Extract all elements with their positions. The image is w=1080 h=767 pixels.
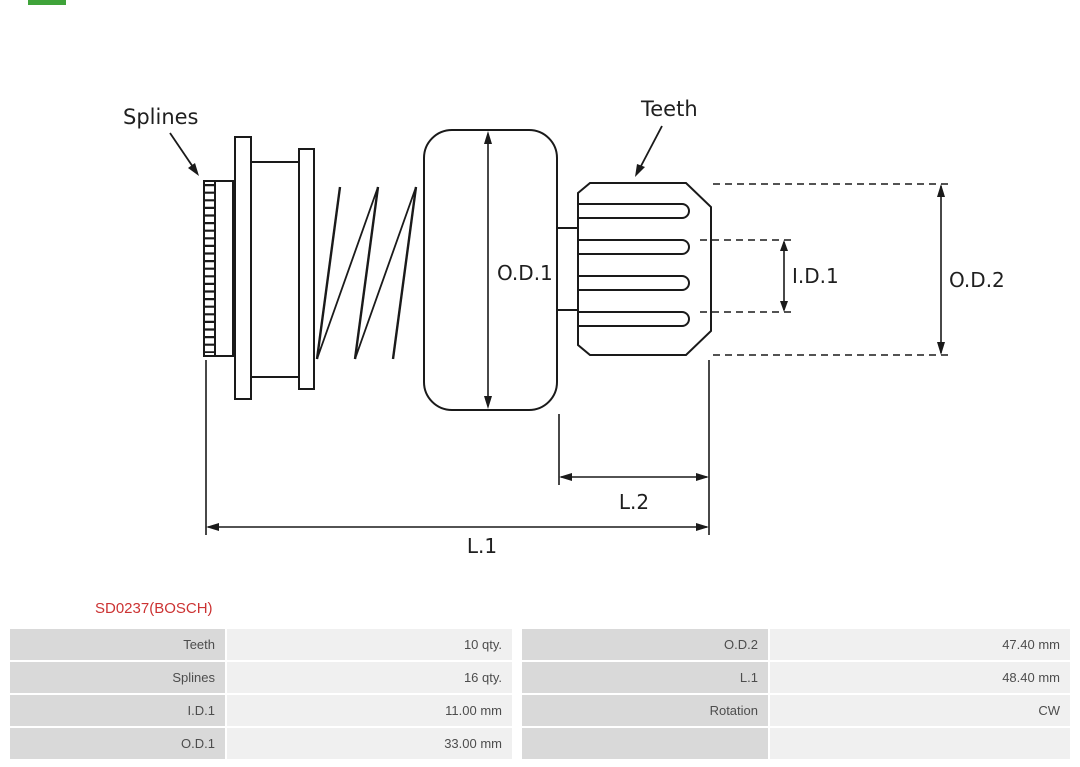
splined-shaft bbox=[203, 180, 234, 357]
leader-splines bbox=[169, 132, 194, 168]
clutch-body bbox=[423, 129, 558, 411]
dimension-od2 bbox=[713, 183, 950, 356]
leader-teeth bbox=[640, 125, 663, 167]
part-number-title: SD0237(BOSCH) bbox=[95, 600, 213, 617]
spec-value-cell: 10 qty. bbox=[227, 629, 512, 660]
tooth-slot bbox=[578, 275, 690, 291]
dimension-l2 bbox=[558, 360, 710, 535]
dimension-id1 bbox=[700, 239, 792, 313]
splines-label: Splines bbox=[123, 105, 199, 129]
spec-value-cell: 16 qty. bbox=[227, 662, 512, 693]
spec-value-cell: 33.00 mm bbox=[227, 728, 512, 759]
spec-value-cell: 47.40 mm bbox=[770, 629, 1070, 660]
arrowheads bbox=[188, 131, 945, 531]
tooth-slot bbox=[578, 239, 690, 255]
spec-label-cell: Rotation bbox=[522, 695, 768, 726]
tooth-slot bbox=[578, 311, 690, 327]
mid-cylinder bbox=[250, 161, 300, 378]
spring-back-strand bbox=[316, 186, 379, 360]
starter-drive-diagram: Splines Teeth O.D.1 I.D.1 O.D.2 L.2 L.1 bbox=[123, 97, 1005, 558]
spec-table-right: O.D.2 47.40 mm L.1 48.40 mm Rotation CW bbox=[522, 629, 1070, 759]
l2-arrow-left bbox=[559, 473, 572, 481]
od1-label: O.D.1 bbox=[497, 261, 553, 285]
teeth-label: Teeth bbox=[640, 97, 698, 121]
clutch-body-outline bbox=[423, 129, 558, 411]
spec-label-cell: O.D.1 bbox=[10, 728, 225, 759]
teeth-leader-line bbox=[640, 125, 663, 167]
tooth-slot bbox=[578, 203, 690, 219]
spec-label-cell: Splines bbox=[10, 662, 225, 693]
spec-label-cell: O.D.2 bbox=[522, 629, 768, 660]
spec-table: Teeth 10 qty. Splines 16 qty. I.D.1 11.0… bbox=[10, 629, 1070, 759]
spec-value-cell: CW bbox=[770, 695, 1070, 726]
dimension-l1 bbox=[205, 360, 707, 535]
l2-arrow-right bbox=[696, 473, 709, 481]
spec-value-cell bbox=[770, 728, 1070, 759]
od1-arrow-up bbox=[484, 131, 492, 144]
teeth-arrowhead bbox=[635, 164, 645, 177]
spring-strand bbox=[315, 186, 342, 360]
spec-label-cell: L.1 bbox=[522, 662, 768, 693]
l2-label: L.2 bbox=[619, 490, 649, 514]
l1-arrow-right bbox=[696, 523, 709, 531]
spec-label-cell bbox=[522, 728, 768, 759]
spring-back-strand bbox=[354, 186, 417, 360]
pinion-outline bbox=[577, 182, 712, 356]
spec-label-cell: I.D.1 bbox=[10, 695, 225, 726]
spec-table-left: Teeth 10 qty. Splines 16 qty. I.D.1 11.0… bbox=[10, 629, 512, 759]
brand-logo-fragment bbox=[28, 0, 66, 5]
technical-drawing-area: Splines Teeth O.D.1 I.D.1 O.D.2 L.2 L.1 bbox=[123, 97, 1005, 558]
spec-label-cell: Teeth bbox=[10, 629, 225, 660]
od2-arrow-down bbox=[937, 342, 945, 355]
l1-arrow-left bbox=[206, 523, 219, 531]
id1-label: I.D.1 bbox=[792, 264, 839, 288]
rear-disc bbox=[298, 148, 315, 390]
od1-arrow-down bbox=[484, 396, 492, 409]
spec-value-cell: 48.40 mm bbox=[770, 662, 1070, 693]
front-disc bbox=[234, 136, 252, 400]
coil-spring bbox=[315, 186, 418, 360]
splines-leader-line bbox=[169, 132, 194, 168]
splines-arrowhead bbox=[188, 163, 199, 176]
od2-label: O.D.2 bbox=[949, 268, 1005, 292]
l1-label: L.1 bbox=[467, 534, 497, 558]
spring-strand bbox=[353, 186, 380, 360]
collar-discs bbox=[234, 136, 315, 400]
drawing-labels: Splines Teeth O.D.1 I.D.1 O.D.2 L.2 L.1 bbox=[123, 97, 1005, 558]
id1-arrow-down bbox=[780, 301, 788, 312]
id1-arrow-up bbox=[780, 240, 788, 251]
spring-strand bbox=[391, 186, 418, 360]
spec-value-cell: 11.00 mm bbox=[227, 695, 512, 726]
od2-arrow-up bbox=[937, 184, 945, 197]
pinion-gear bbox=[577, 182, 712, 356]
shaft-neck bbox=[557, 227, 578, 311]
